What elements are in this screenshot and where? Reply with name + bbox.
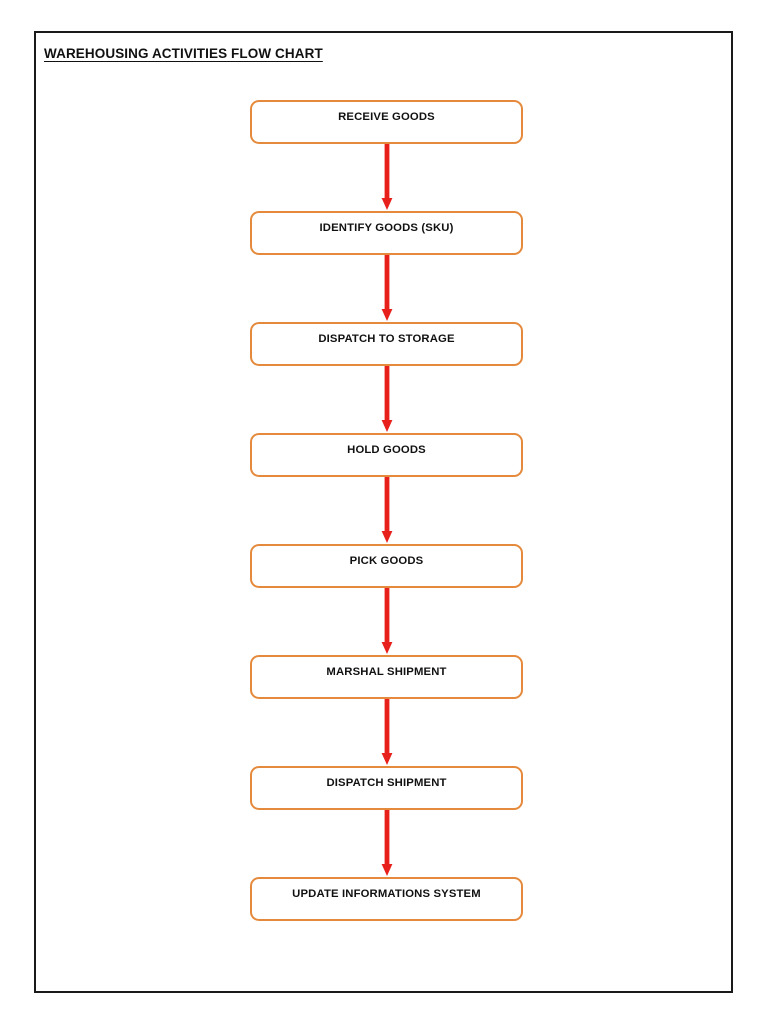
arrow-down-icon [381,810,392,876]
flowchart-container: RECEIVE GOODS IDENTIFY GOODS (SKU) DISPA… [250,100,523,921]
flow-node-label: UPDATE INFORMATIONS SYSTEM [292,888,481,901]
flow-connector-3 [250,366,523,433]
arrow-down-icon [381,366,392,432]
flow-node-dispatch-shipment[interactable]: DISPATCH SHIPMENT [250,766,523,810]
flow-node-marshal-shipment[interactable]: MARSHAL SHIPMENT [250,655,523,699]
flow-node-identify-goods-sku[interactable]: IDENTIFY GOODS (SKU) [250,211,523,255]
flow-node-label: PICK GOODS [349,555,424,568]
flow-node-label: RECEIVE GOODS [338,111,435,124]
flow-node-update-informations-system[interactable]: UPDATE INFORMATIONS SYSTEM [250,877,523,921]
arrow-down-icon [381,144,392,210]
flow-node-dispatch-to-storage[interactable]: DISPATCH TO STORAGE [250,322,523,366]
arrow-down-icon [381,477,392,543]
flow-connector-5 [250,588,523,655]
arrow-down-icon [381,699,392,765]
flow-node-label: IDENTIFY GOODS (SKU) [319,222,454,235]
flow-connector-6 [250,699,523,766]
flow-node-hold-goods[interactable]: HOLD GOODS [250,433,523,477]
flow-node-label: HOLD GOODS [347,444,426,457]
flow-connector-2 [250,255,523,322]
flow-node-label: DISPATCH TO STORAGE [318,333,455,346]
flow-connector-4 [250,477,523,544]
flow-connector-7 [250,810,523,877]
page-border-frame [34,31,733,993]
flow-node-label: MARSHAL SHIPMENT [326,666,447,679]
arrow-down-icon [381,588,392,654]
flow-connector-1 [250,144,523,211]
flow-node-receive-goods[interactable]: RECEIVE GOODS [250,100,523,144]
arrow-down-icon [381,255,392,321]
page-title: WAREHOUSING ACTIVITIES FLOW CHART [44,46,323,61]
flow-node-pick-goods[interactable]: PICK GOODS [250,544,523,588]
flow-node-label: DISPATCH SHIPMENT [326,777,447,790]
